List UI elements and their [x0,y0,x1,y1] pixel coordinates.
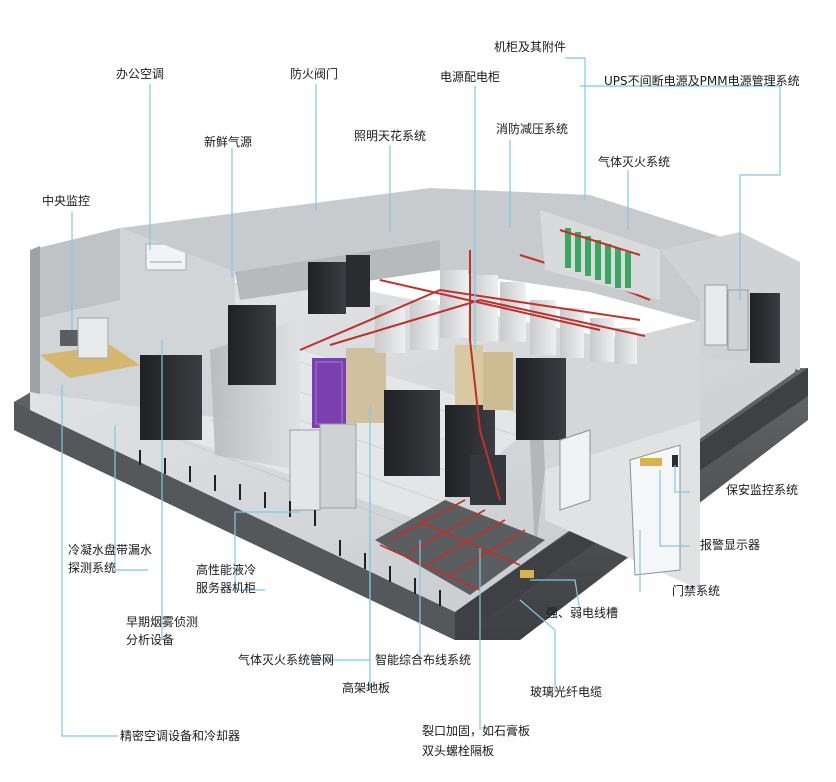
ups-room [660,232,800,370]
label-rack-accessories: 机柜及其附件 [494,40,567,54]
rack-row-left [140,255,370,440]
label-condensate-leak-2: 探测系统 [68,561,117,575]
purple-rack [312,348,386,428]
label-smoke-detection-2: 分析设备 [126,633,175,647]
entrance-door-area [545,420,700,590]
label-access-control: 门禁系统 [672,584,721,598]
label-cable-tray: 强、弱电线槽 [546,606,619,620]
label-central-monitoring: 中央监控 [42,194,91,208]
leader-lines [61,57,781,737]
label-condensate-leak-1: 冷凝水盘带漏水 [68,543,153,557]
gas-cylinder-room [540,210,660,300]
label-alarm-display: 报警显示器 [700,538,761,552]
label-gap-reinforce-1: 裂口加固，如石膏板 [422,724,531,738]
label-ups-pmm: UPS不间断电源及PMM电源管理系统 [604,74,800,88]
cabling-tray [375,499,545,595]
label-smoke-detection-1: 早期烟雾侦测 [126,615,199,629]
label-liquid-cooled-1: 高性能液冷 [196,563,257,577]
label-liquid-cooled-2: 服务器机柜 [196,581,257,595]
label-fresh-air: 新鲜气源 [204,135,253,149]
label-security-monitoring: 保安监控系统 [726,483,799,497]
label-raised-floor: 高架地板 [342,681,391,695]
liquid-cooled-cabinet [289,423,357,511]
label-precision-ac: 精密空调设备和冷却器 [120,729,241,743]
label-gap-reinforce-2: 双头螺栓隔板 [422,744,495,758]
central-cabinets [375,270,637,505]
label-structured-cabling: 智能综合布线系统 [375,653,472,667]
front-railing [139,450,441,606]
label-gas-fire-system: 气体灭火系统 [598,155,671,169]
label-lighting-ceiling: 照明天花系统 [354,129,427,143]
label-fire-decompression: 消防减压系统 [496,122,569,136]
label-power-distribution: 电源配电柜 [440,70,501,84]
label-fire-damper: 防火阀门 [290,67,339,81]
label-office-ac: 办公空调 [116,67,165,81]
label-fiber-cable: 玻璃光纤电缆 [530,685,603,699]
label-gas-pipe-network: 气体灭火系统管网 [238,653,335,667]
